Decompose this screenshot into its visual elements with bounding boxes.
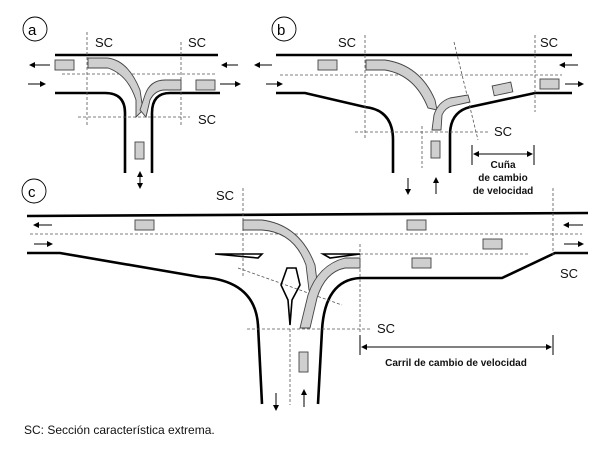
sc-label: SC bbox=[377, 321, 395, 336]
turning-vehicle-path bbox=[242, 219, 319, 291]
wedge-label-line: de cambio bbox=[478, 173, 527, 184]
road-edge-right-corner bbox=[150, 91, 220, 173]
turning-vehicle-path bbox=[87, 57, 144, 119]
panel-c-circle bbox=[21, 178, 47, 204]
car bbox=[134, 219, 155, 231]
wedge-label-line: de velocidad bbox=[473, 186, 534, 197]
car bbox=[539, 78, 560, 90]
sc-label: SC bbox=[198, 112, 216, 127]
road-edge-left-taper bbox=[27, 251, 264, 405]
lane-label: Carril de cambio de velocidad bbox=[385, 358, 527, 369]
road-edge-right-lane bbox=[316, 251, 588, 405]
caption: SC: Sección característica extrema. bbox=[24, 423, 215, 437]
car bbox=[317, 59, 338, 71]
panel-a-circle bbox=[22, 16, 48, 42]
car bbox=[491, 81, 514, 97]
car bbox=[134, 141, 145, 160]
median-island bbox=[280, 267, 301, 326]
sc-label: SC bbox=[95, 35, 113, 50]
car bbox=[411, 257, 432, 269]
car bbox=[298, 351, 309, 373]
panel-c: c SC SC SC Carril de cam bbox=[21, 178, 589, 411]
channelizing-island bbox=[319, 253, 361, 259]
skew-line bbox=[237, 267, 343, 306]
car bbox=[406, 219, 427, 231]
car bbox=[195, 79, 216, 91]
turning-vehicle-path bbox=[299, 257, 361, 329]
panel-b-circle bbox=[271, 16, 297, 42]
sc-label: SC bbox=[560, 266, 578, 281]
wedge-label-line: Cuña bbox=[491, 160, 516, 171]
panel-c-letter: c bbox=[28, 184, 36, 201]
sc-label: SC bbox=[338, 35, 356, 50]
road-edge-left-corner bbox=[55, 91, 127, 173]
sc-label: SC bbox=[188, 35, 206, 50]
turning-vehicle-path bbox=[365, 59, 438, 111]
sc-label: SC bbox=[540, 35, 558, 50]
wedge-limit-line bbox=[453, 41, 479, 141]
turning-vehicle-path bbox=[139, 79, 182, 118]
panel-a: a SC SC SC bbox=[22, 16, 241, 189]
car bbox=[430, 140, 441, 159]
channelizing-island bbox=[214, 253, 264, 259]
panel-b-letter: b bbox=[277, 22, 285, 39]
panel-b: b SC SC SC Cuña de cambio de velocidad bbox=[254, 16, 584, 197]
turning-vehicle-path bbox=[431, 94, 471, 131]
road-edge-left-taper bbox=[276, 91, 395, 173]
panel-a-letter: a bbox=[28, 22, 37, 39]
sc-label: SC bbox=[494, 124, 512, 139]
sc-label: SC bbox=[216, 188, 234, 203]
car bbox=[54, 59, 75, 71]
car bbox=[482, 238, 503, 250]
road-edge-top bbox=[26, 211, 589, 218]
